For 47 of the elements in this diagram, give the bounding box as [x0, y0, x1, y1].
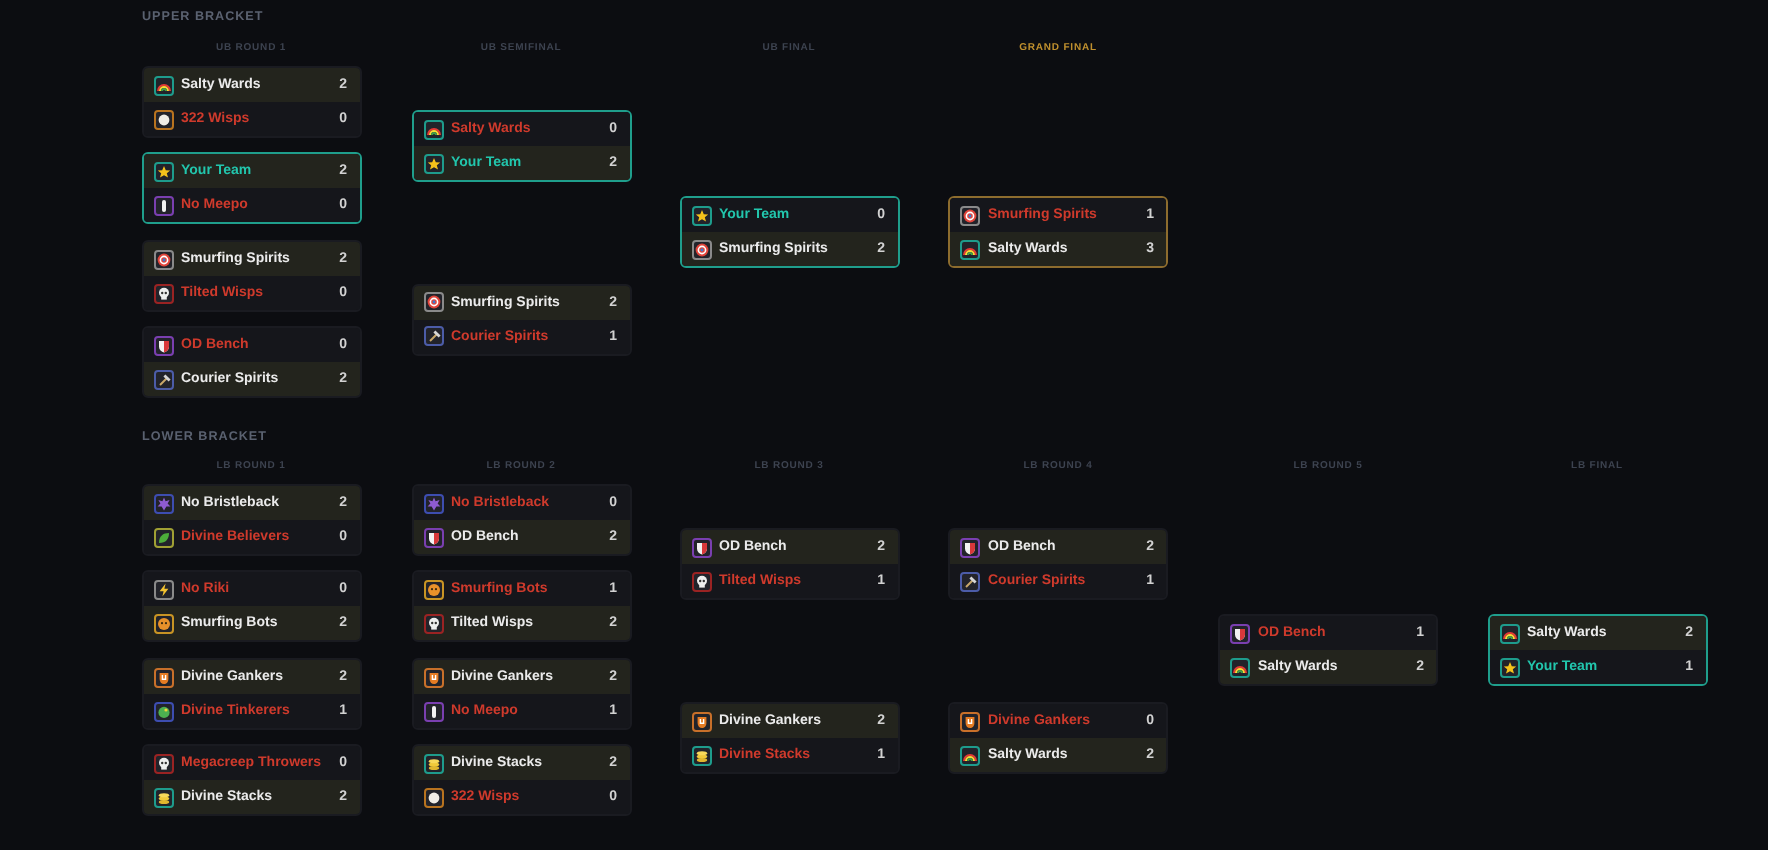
match-card [141, 152, 361, 224]
team-row [950, 232, 1166, 266]
match-card [679, 196, 899, 268]
match-card [141, 484, 361, 556]
match-card [141, 744, 361, 816]
match-card [411, 658, 631, 730]
match-card [141, 66, 361, 138]
match-card [141, 658, 361, 730]
match-card [1487, 614, 1707, 686]
team-row [413, 285, 629, 319]
team-row [950, 738, 1166, 772]
team-row [413, 660, 629, 694]
team-row [143, 242, 359, 276]
team-row [1489, 616, 1705, 650]
team-row [413, 146, 629, 180]
match-card [141, 326, 361, 398]
match-card [411, 744, 631, 816]
team-row [950, 530, 1166, 564]
team-row [143, 486, 359, 520]
team-row [681, 232, 897, 266]
team-row [143, 660, 359, 694]
match-card [411, 570, 631, 642]
team-row [950, 198, 1166, 232]
team-row [143, 606, 359, 640]
team-row [413, 746, 629, 780]
team-row [143, 68, 359, 102]
team-row [143, 780, 359, 814]
match-card [411, 484, 631, 556]
match-card [141, 240, 361, 312]
team-row [681, 704, 897, 738]
team-row [413, 520, 629, 554]
match-card [948, 702, 1168, 774]
match-card [948, 528, 1168, 600]
match-card [948, 196, 1168, 268]
team-row [143, 362, 359, 396]
match-card [411, 110, 631, 182]
team-row [681, 530, 897, 564]
team-row [413, 606, 629, 640]
match-card [1218, 614, 1438, 686]
match-card [679, 528, 899, 600]
match-card [411, 283, 631, 355]
match-card [679, 702, 899, 774]
match-card [141, 570, 361, 642]
team-row [143, 154, 359, 188]
team-row [1220, 650, 1436, 684]
team-row [413, 112, 629, 146]
team-row [681, 198, 897, 232]
